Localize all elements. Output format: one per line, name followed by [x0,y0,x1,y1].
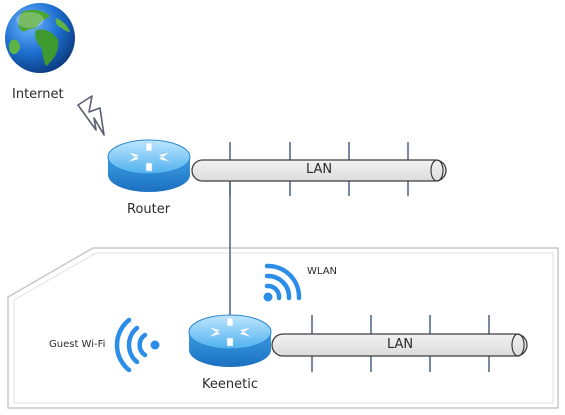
router-icon [107,139,191,192]
lightning-icon [77,95,105,136]
guest-wifi-label: Guest Wi-Fi [49,339,106,350]
lan-top-bus [191,142,447,196]
guest-wifi-icon [114,317,160,373]
keenetic-router-icon [188,314,272,367]
router-label: Router [127,202,171,217]
keenetic-label: Keenetic [202,377,258,392]
wifi-icon [263,263,302,302]
lan-bottom-bus [271,315,528,372]
keenetic-segment-border [7,247,559,409]
internet-label: Internet [12,87,64,102]
lan-bottom-label: LAN [387,337,414,352]
lan-top-label: LAN [306,162,333,177]
globe-icon [5,3,75,73]
wlan-label: WLAN [307,266,338,277]
